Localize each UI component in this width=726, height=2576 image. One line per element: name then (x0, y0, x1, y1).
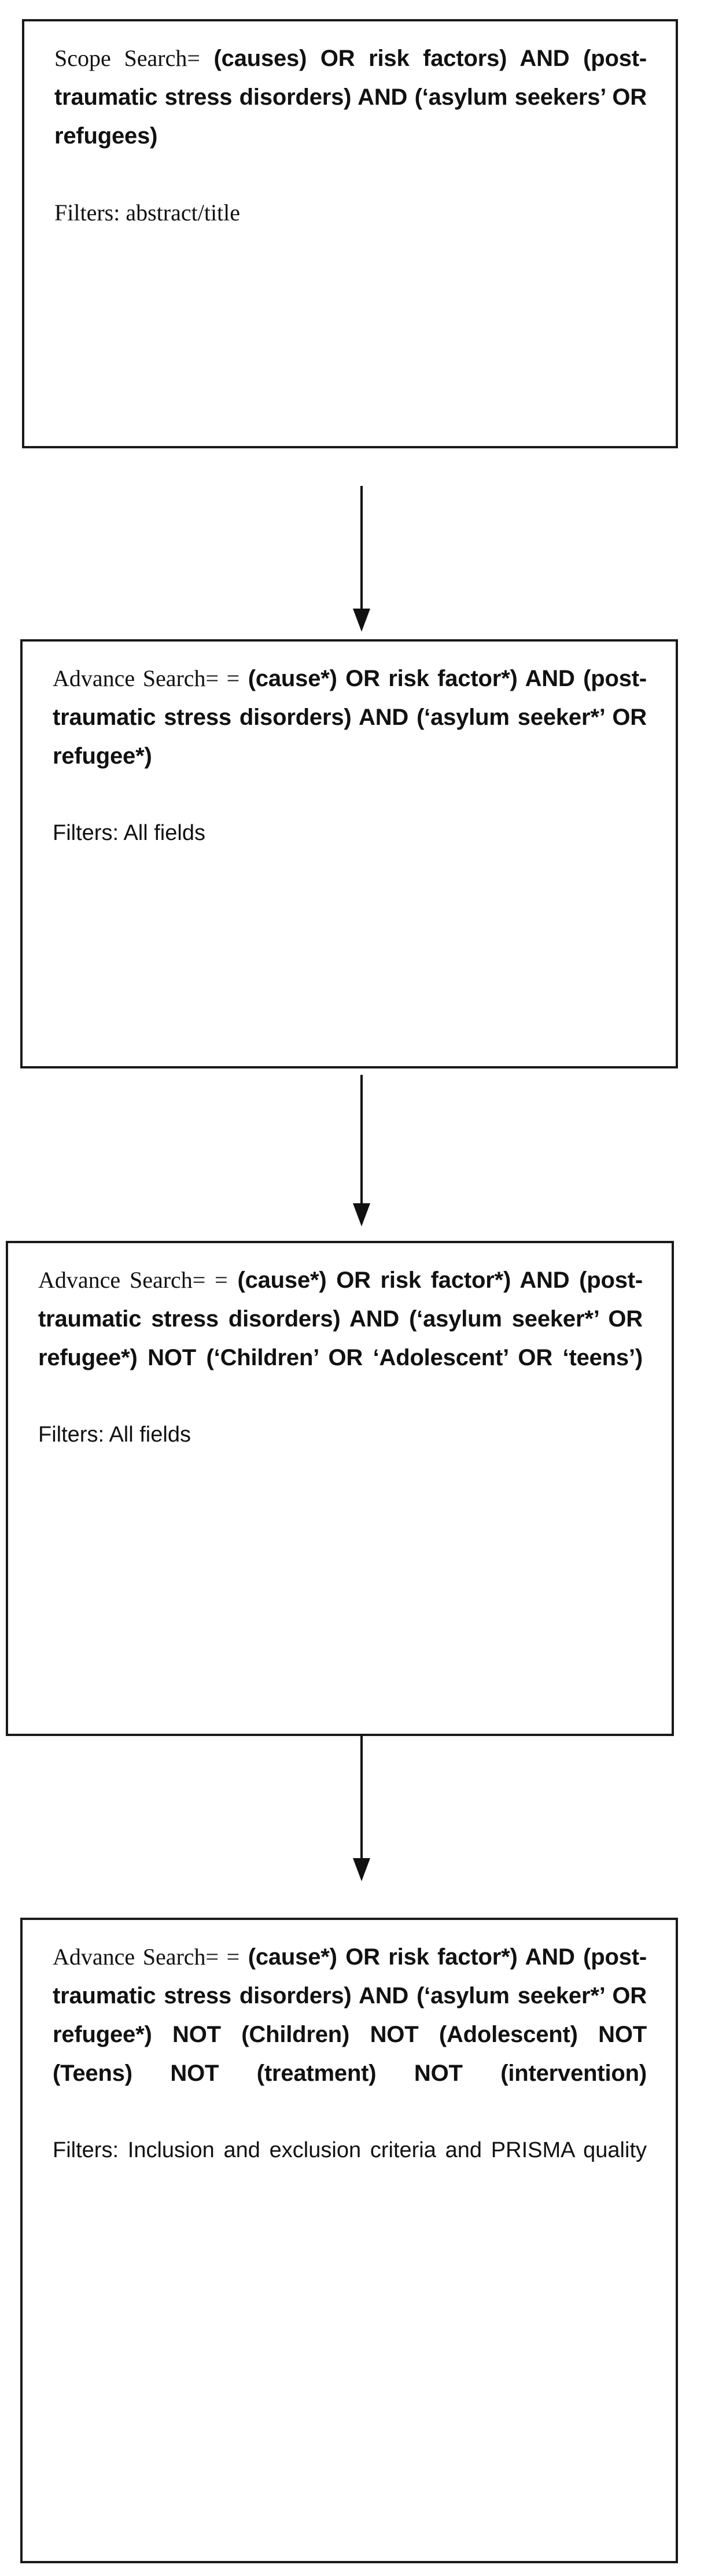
query-text: Advance Search= = (cause*) OR risk facto… (53, 1937, 647, 2132)
flowchart-node-advance-search-3: Advance Search= = (cause*) OR risk facto… (20, 1918, 678, 2563)
query-lead: Advance Search= = (53, 665, 240, 691)
node-body: Advance Search= = (cause*) OR risk facto… (8, 1243, 672, 1466)
query-text: Advance Search= = (cause*) OR risk facto… (53, 659, 647, 815)
filters-line: Filters: All fields (53, 821, 205, 845)
arrow-head-icon (353, 609, 370, 632)
arrow-head-icon (353, 1203, 370, 1226)
filters-line: Filters: Inclusion and exclusion criteri… (53, 2138, 647, 2162)
flowchart-node-advance-search-2: Advance Search= = (cause*) OR risk facto… (6, 1241, 674, 1736)
query-expression: (cause*) OR risk factor*) AND (post-trau… (38, 1267, 643, 1370)
flowchart-node-advance-search-1: Advance Search= = (cause*) OR risk facto… (20, 639, 678, 1068)
arrow-shaft (360, 1075, 363, 1203)
query-expression: (causes) OR risk factors) AND (post-trau… (54, 46, 647, 149)
query-lead: Scope Search= (54, 45, 200, 71)
filters-line: Filters: abstract/title (54, 200, 241, 226)
arrow-head-icon (353, 1858, 370, 1881)
connector-arrow-down-3 (347, 1735, 376, 1881)
arrow-shaft (360, 1735, 363, 1858)
node-body: Advance Search= = (cause*) OR risk facto… (23, 642, 676, 864)
query-lead: Advance Search= = (53, 1944, 240, 1970)
query-lead: Advance Search= = (38, 1267, 228, 1293)
query-text: Scope Search= (causes) OR risk factors) … (54, 39, 647, 194)
query-expression: (cause*) OR risk factor*) AND (post-trau… (53, 666, 647, 769)
query-expression: (cause*) OR risk factor*) AND (post-trau… (53, 1944, 647, 2086)
connector-arrow-down-1 (347, 486, 376, 632)
node-body: Advance Search= = (cause*) OR risk facto… (23, 1920, 676, 2218)
connector-arrow-down-2 (347, 1075, 376, 1226)
arrow-shaft (360, 486, 363, 609)
flowchart-node-scope-search: Scope Search= (causes) OR risk factors) … (22, 19, 678, 448)
node-body: Scope Search= (causes) OR risk factors) … (24, 21, 676, 244)
query-text: Advance Search= = (cause*) OR risk facto… (38, 1261, 643, 1416)
filters-line: Filters: All fields (38, 1422, 191, 1447)
